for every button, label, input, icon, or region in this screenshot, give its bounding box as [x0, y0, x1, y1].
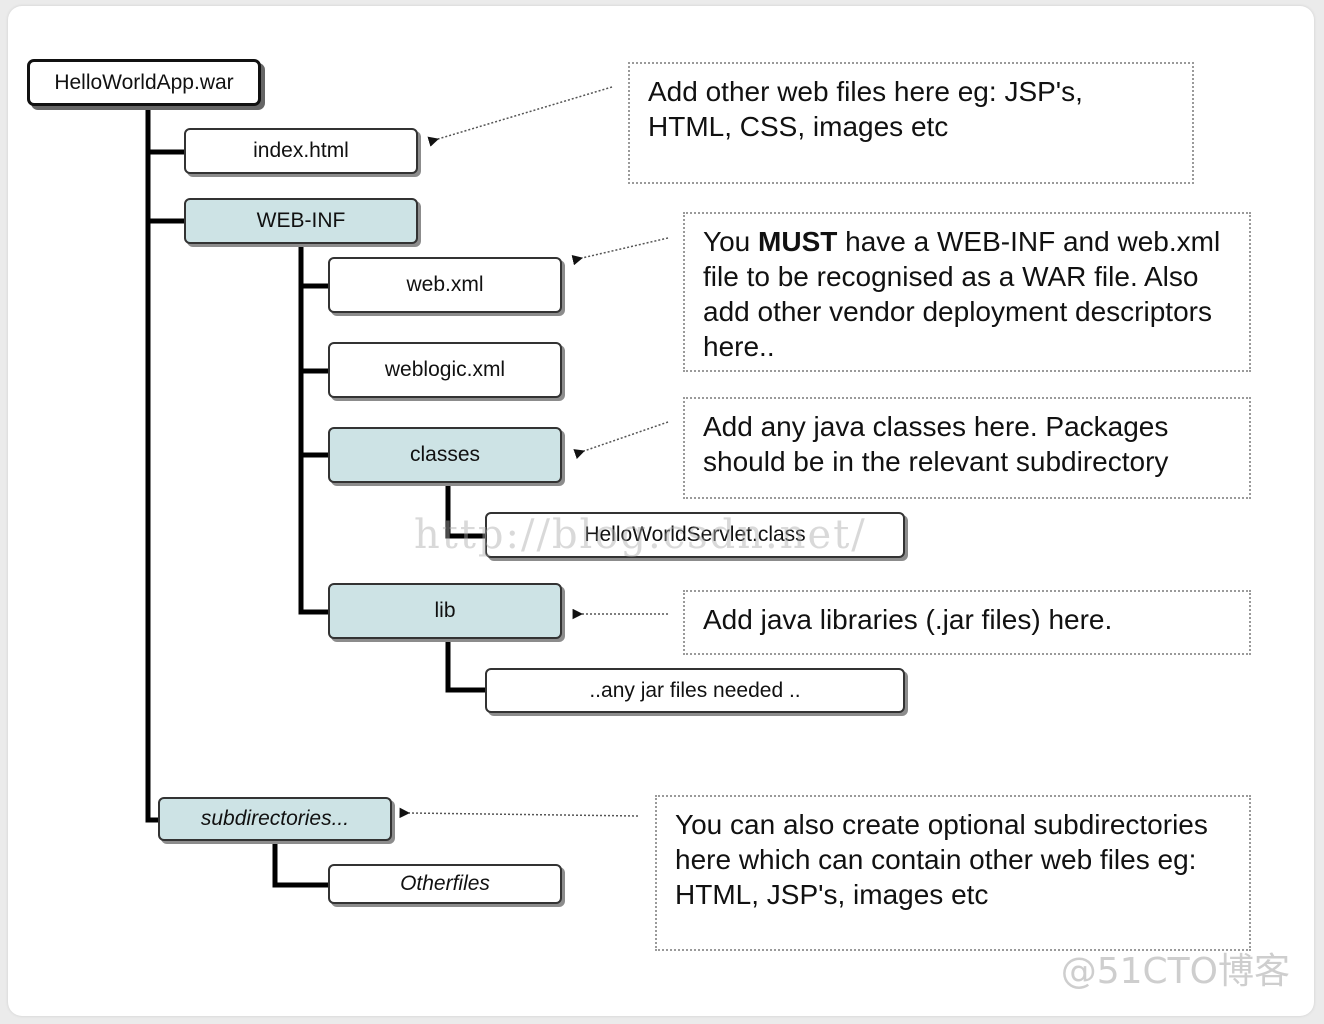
arrow-classes: [573, 421, 669, 460]
note-lib: Add java libraries (.jar files) here.: [683, 590, 1251, 655]
jar-files-node: ..any jar files needed ..: [485, 668, 905, 713]
other-files-node: Otherfiles: [328, 864, 562, 904]
arrow-web-files: [427, 86, 613, 147]
note-subdirectories: You can also create optional subdirector…: [655, 795, 1251, 951]
war-root-node: HelloWorldApp.war: [27, 59, 261, 106]
note-web-files: Add other web files here eg: JSP's, HTML…: [628, 62, 1194, 184]
arrow-webxml: [571, 237, 669, 266]
weblogic-xml-node: weblogic.xml: [328, 342, 562, 398]
subdirectories-node: subdirectories...: [158, 797, 392, 841]
arrow-subdirs: [399, 807, 639, 819]
servlet-class-node: HelloWorldServlet.class: [485, 512, 905, 558]
classes-node: classes: [328, 427, 562, 483]
note-web-inf-required: You MUST have a WEB-INF and web.xml file…: [683, 212, 1251, 372]
web-inf-node: WEB-INF: [184, 198, 418, 244]
note-must-prefix: You: [703, 226, 751, 257]
lib-node: lib: [328, 583, 562, 639]
note-must-emphasis: MUST: [758, 226, 838, 257]
note-must-rest: have a WEB-INF and web.xml file to be re…: [703, 226, 1221, 362]
web-xml-node: web.xml: [328, 257, 562, 313]
index-html-node: index.html: [184, 128, 418, 174]
note-classes: Add any java classes here. Packages shou…: [683, 397, 1251, 499]
